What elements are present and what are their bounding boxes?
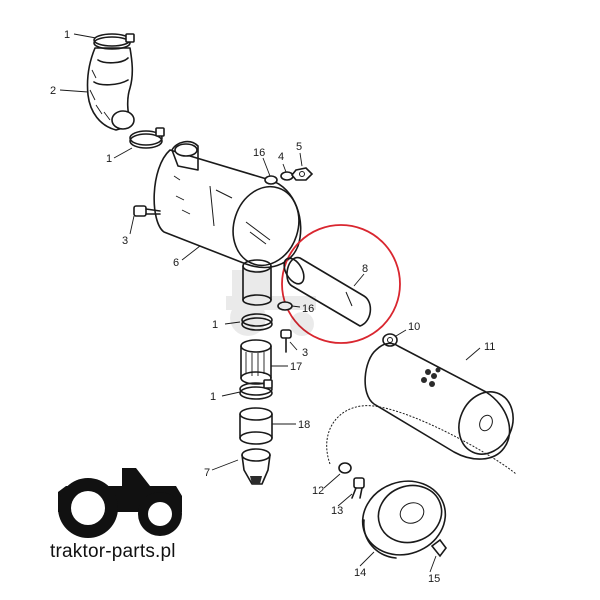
callout-3-lower: 3 [302,347,308,359]
callout-1-stack-a: 1 [212,319,218,331]
leader-lines [59,33,481,573]
callout-15: 15 [428,573,440,585]
watermark-tractor [226,270,316,336]
callout-7: 7 [204,467,210,479]
tractor-icon [58,468,182,538]
bolt-3-left [133,205,161,217]
bolt-3-lower [280,329,292,353]
hose-clamp-top [93,33,135,50]
safety-filter-element [283,257,372,327]
rubber-elbow-hose [86,47,135,131]
end-cover-14 [361,480,447,559]
callout-16-lower: 16 [302,303,314,315]
washer-12 [338,462,352,474]
callout-1-stack-b: 1 [210,391,216,403]
callout-11: 11 [484,341,495,353]
connector-hose-17 [240,339,272,385]
hose-clamp-stack-b [239,379,273,400]
retaining-wire-loop [326,405,517,475]
callout-17: 17 [290,361,302,373]
callout-13: 13 [331,505,343,517]
washer-16-top [264,175,278,185]
hose-clamp-stack-a [241,313,273,331]
callout-14: 14 [354,567,366,579]
air-filter-housing [153,140,302,269]
dust-valve-7 [241,448,271,485]
callout-3-left: 3 [122,235,128,247]
callout-labels: 1 2 1 16 4 5 3 6 8 16 1 3 10 11 17 1 18 … [50,29,495,585]
callout-4: 4 [278,151,284,163]
highlight-circle [281,224,401,344]
callout-12: 12 [312,485,324,497]
callout-1-middle: 1 [106,153,112,165]
nut-5 [290,167,314,181]
callout-2: 2 [50,85,56,97]
callout-5: 5 [296,141,302,153]
housing-outlet-pipe [242,259,272,306]
callout-16-top: 16 [253,147,265,159]
callout-18: 18 [298,419,310,431]
main-filter-cartridge-11 [364,342,514,460]
logo-text: traktor-parts.pl [50,541,176,562]
sleeve-18 [239,407,273,445]
callout-6: 6 [173,257,179,269]
callout-8: 8 [362,263,368,275]
fitting-13 [351,477,365,499]
washer-4 [280,171,294,181]
callout-1-top: 1 [64,29,70,41]
wing-nut-15 [430,538,447,558]
callout-10: 10 [408,321,420,333]
hose-clamp-middle [129,127,165,149]
filter-logo-mark [421,367,441,387]
